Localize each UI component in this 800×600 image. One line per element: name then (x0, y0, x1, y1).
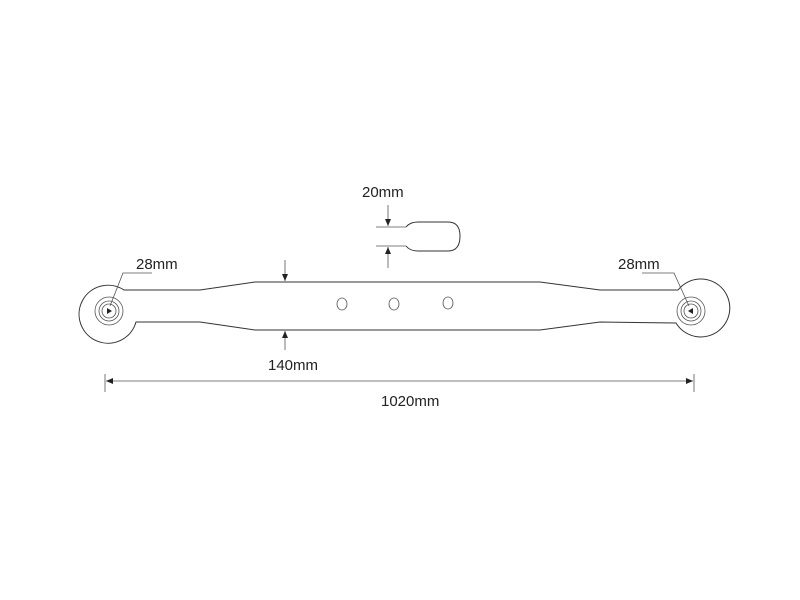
right-eye-label: 28mm (618, 256, 660, 273)
left-eye (94, 296, 124, 326)
side-view (376, 221, 461, 252)
right-eye (676, 296, 706, 326)
total-length-label: 1020mm (381, 393, 439, 410)
bar-outline (78, 278, 731, 344)
left-eye-label: 28mm (136, 256, 178, 273)
bar-width-label: 140mm (268, 357, 318, 374)
hole (336, 297, 348, 311)
hole (442, 296, 454, 310)
side-thickness-label: 20mm (362, 184, 404, 201)
hole (388, 297, 400, 311)
